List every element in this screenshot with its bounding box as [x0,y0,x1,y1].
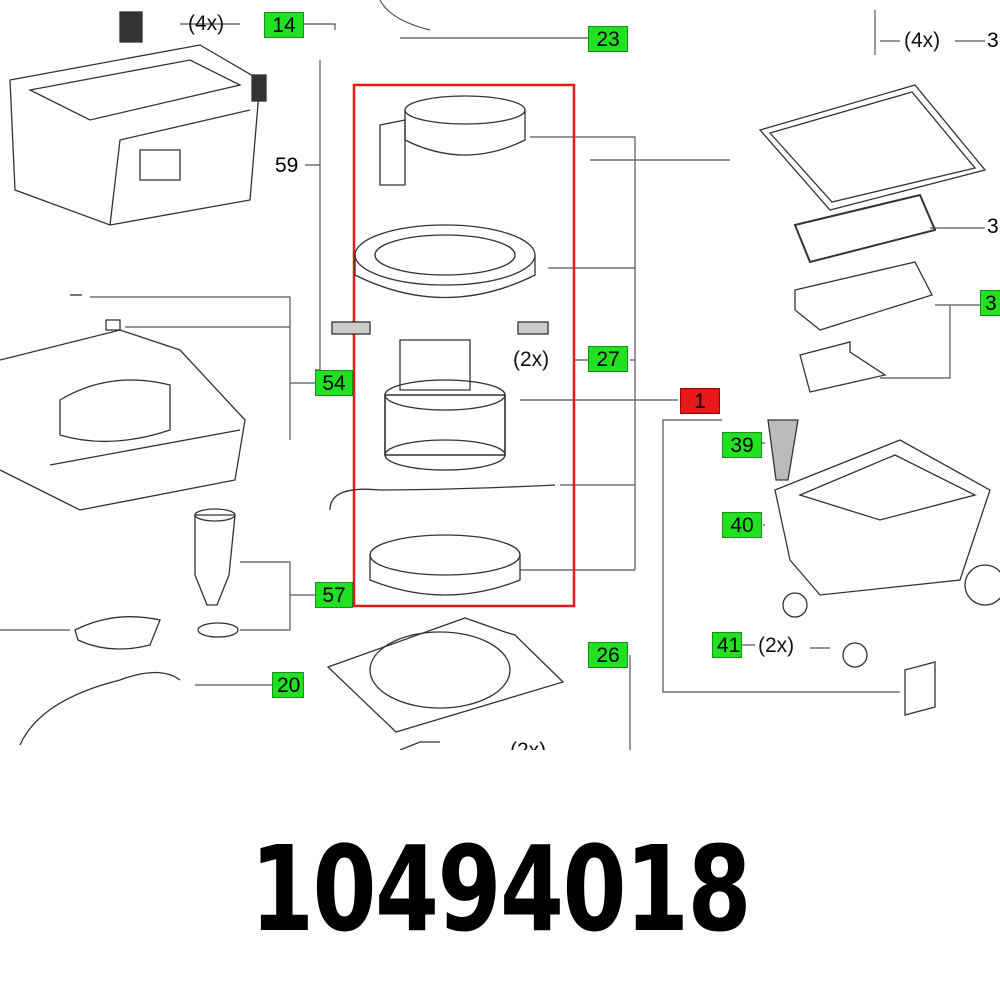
callout-40[interactable]: 40 [722,512,762,538]
container-parts [767,419,1000,716]
callout-3-partial[interactable]: 3 [987,29,999,52]
hose-adapter-part [74,508,239,650]
callout-39[interactable]: 39 [722,432,762,458]
leader-lines [0,0,985,750]
quantity-label: (2x) [513,348,550,371]
callout-3-partial[interactable]: 3 [980,290,1000,316]
filter-parts [758,84,987,393]
base-plate-part [326,617,565,750]
motor-assembly-parts [329,95,556,596]
callout-54[interactable]: 54 [315,370,353,396]
quantity-label: (2x) [510,738,546,750]
callout-57[interactable]: 57 [315,582,353,608]
exploded-parts-diagram: 14 (4x) 23 59 54 57 20 27 (2x) 1 26 (2x)… [0,0,1000,750]
quantity-label: (4x) [904,29,941,52]
callout-1-highlighted[interactable]: 1 [680,388,720,414]
part-number-title: 10494018 [250,820,751,958]
callout-3-partial[interactable]: 3 [987,215,999,238]
callout-14[interactable]: 14 [264,12,304,38]
callout-26[interactable]: 26 [588,642,628,668]
quantity-label: (4x) [188,12,225,35]
callout-41[interactable]: 41 [712,632,742,658]
callout-20[interactable]: 20 [272,672,304,698]
diagram-drawing [0,0,1000,750]
callout-23[interactable]: 23 [588,26,628,52]
callout-59[interactable]: 59 [275,154,299,177]
lower-housing-part [0,294,246,511]
top-housing-part [9,11,267,226]
callout-27[interactable]: 27 [588,346,628,372]
cable-part [19,671,181,746]
highlight-box [352,83,576,608]
quantity-label: (2x) [758,634,795,657]
